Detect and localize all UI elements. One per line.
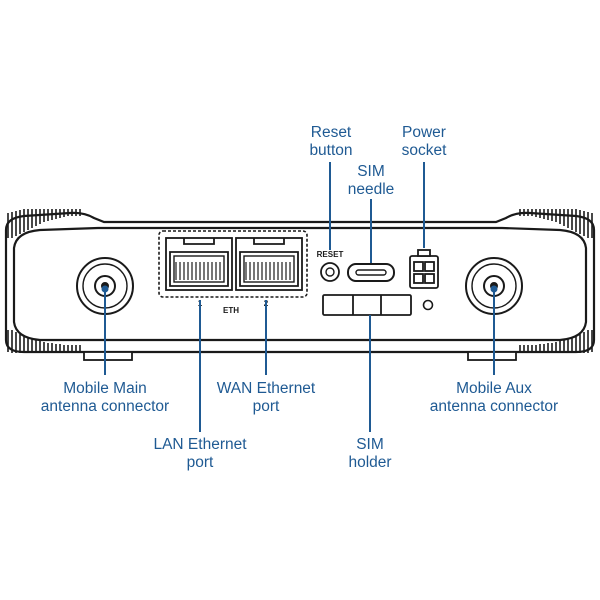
- wan-port-label-line2: port: [252, 398, 280, 415]
- sim-needle-label-line2: needle: [347, 181, 395, 198]
- sim-holder-label-line2: holder: [348, 454, 392, 471]
- left-foot: [83, 351, 133, 361]
- reset-button-label-line1: Reset: [310, 124, 352, 141]
- right-bottom-fins: [519, 330, 593, 353]
- sim-needle-label-line1: SIM: [357, 163, 385, 180]
- leader-lines: [101, 162, 498, 432]
- reset-button-label-line2: button: [309, 142, 353, 159]
- lan-port-label: LAN Ethernet port: [130, 436, 270, 472]
- right-foot: [467, 351, 517, 361]
- aux-antenna-label-line1: Mobile Aux: [456, 380, 532, 397]
- main-antenna-dot: [101, 285, 109, 293]
- aux-antenna-label-line2: antenna connector: [429, 398, 559, 415]
- main-antenna-label-line2: antenna connector: [40, 398, 170, 415]
- outer-shell: [4, 211, 596, 354]
- reset-text: RESET: [317, 250, 344, 259]
- power-socket-label-line1: Power: [402, 124, 446, 141]
- sim-needle-label: SIM needle: [336, 163, 406, 199]
- wan-port-label: WAN Ethernet port: [196, 380, 336, 416]
- led-indicator: [422, 299, 434, 311]
- wan-port-label-line1: WAN Ethernet: [216, 380, 316, 397]
- sim-holder-label-line1: SIM: [356, 436, 384, 453]
- aux-antenna-label: Mobile Aux antenna connector: [409, 380, 579, 416]
- reset-button-label: Reset button: [296, 124, 366, 160]
- sim-needle-slot: [347, 263, 395, 282]
- power-socket-label: Power socket: [389, 124, 459, 160]
- power-socket-label-line2: socket: [401, 142, 447, 159]
- aux-antenna-dot: [490, 285, 498, 293]
- wan-port: [235, 237, 303, 291]
- reset-button: [320, 262, 340, 282]
- sim-holder: [322, 294, 412, 316]
- main-antenna-label: Mobile Main antenna connector: [20, 380, 190, 416]
- ethernet-ports: [158, 230, 308, 298]
- power-socket: [409, 249, 439, 289]
- main-antenna-label-line1: Mobile Main: [63, 380, 147, 397]
- lan-port-label-line1: LAN Ethernet: [153, 436, 247, 453]
- eth-text: ETH: [223, 306, 239, 315]
- sim-holder-label: SIM holder: [320, 436, 420, 472]
- lan-port-label-line2: port: [186, 454, 214, 471]
- lan-port: [165, 237, 233, 291]
